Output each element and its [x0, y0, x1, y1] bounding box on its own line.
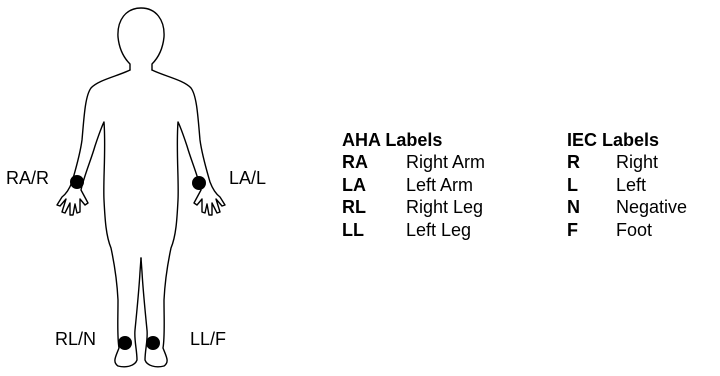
electrode-dot-right-arm: [70, 175, 84, 189]
iec-legend-row: N Negative: [567, 196, 659, 219]
aha-labels-legend: AHA Labels RA Right Arm LA Left Arm RL R…: [342, 129, 442, 241]
electrode-label-left-arm: LA/L: [229, 168, 266, 188]
iec-code: N: [567, 196, 580, 219]
electrode-dot-right-leg: [118, 336, 132, 350]
iec-meaning: Right: [616, 151, 658, 174]
iec-labels-legend: IEC Labels R Right L Left N Negative F F…: [567, 129, 659, 241]
aha-meaning: Right Leg: [406, 196, 483, 219]
iec-legend-row: R Right: [567, 151, 659, 174]
aha-code: RA: [342, 151, 368, 174]
electrode-label-left-leg: LL/F: [190, 329, 226, 349]
iec-code: F: [567, 219, 578, 242]
aha-legend-row: RL Right Leg: [342, 196, 442, 219]
figure-right-side-outline: [57, 70, 141, 367]
electrode-dot-left-leg: [146, 336, 160, 350]
iec-legend-row: L Left: [567, 174, 659, 197]
iec-legend-title: IEC Labels: [567, 129, 659, 151]
electrode-label-right-arm: RA/R: [6, 168, 49, 188]
figure-left-side-outline: [141, 70, 225, 367]
iec-code: L: [567, 174, 578, 197]
aha-meaning: Left Arm: [406, 174, 473, 197]
aha-legend-row: LL Left Leg: [342, 219, 442, 242]
aha-legend-title: AHA Labels: [342, 129, 442, 151]
iec-meaning: Left: [616, 174, 646, 197]
iec-meaning: Foot: [616, 219, 652, 242]
aha-meaning: Right Arm: [406, 151, 485, 174]
figure-head: [118, 8, 164, 70]
aha-code: LA: [342, 174, 366, 197]
aha-code: RL: [342, 196, 366, 219]
aha-legend-row: LA Left Arm: [342, 174, 442, 197]
iec-meaning: Negative: [616, 196, 687, 219]
electrode-label-right-leg: RL/N: [55, 329, 96, 349]
aha-legend-row: RA Right Arm: [342, 151, 442, 174]
aha-code: LL: [342, 219, 364, 242]
electrode-dot-left-arm: [192, 176, 206, 190]
iec-legend-row: F Foot: [567, 219, 659, 242]
iec-code: R: [567, 151, 580, 174]
aha-meaning: Left Leg: [406, 219, 471, 242]
